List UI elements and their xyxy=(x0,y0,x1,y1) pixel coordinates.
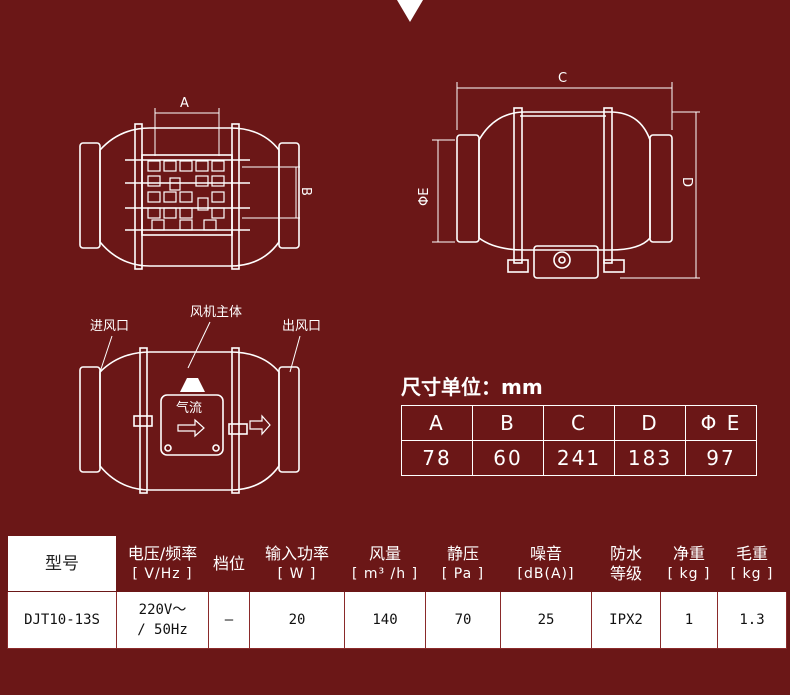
dim-header-d: D xyxy=(614,405,686,441)
dim-b-label: B xyxy=(298,187,313,196)
spec-header-airflow: 风量[ m³ /h ] xyxy=(344,535,426,592)
dim-c-label: C xyxy=(558,71,567,86)
spec-model: DJT10-13S xyxy=(7,591,117,649)
labeled-view xyxy=(79,321,301,494)
dim-header-c: C xyxy=(543,405,615,441)
dim-value-c: 241 xyxy=(543,440,615,476)
dim-header-a: A xyxy=(401,405,473,441)
dim-a-label: A xyxy=(180,96,189,111)
dim-header-b: B xyxy=(472,405,544,441)
spec-value-row: DJT10-13S 220V～/ 50Hz — 20 140 70 25 IPX… xyxy=(7,591,787,649)
side-view xyxy=(432,82,700,279)
spec-header-model: 型号 xyxy=(7,535,117,592)
pointer-arrow-icon xyxy=(397,0,423,22)
spec-header-net-weight: 净重[ kg ] xyxy=(660,535,718,592)
dim-header-e: Φ E xyxy=(685,405,757,441)
inlet-label: 进风口 xyxy=(90,319,129,334)
spec-airflow: 140 xyxy=(344,591,426,649)
dimension-value-row: 78 60 241 183 97 xyxy=(401,440,757,476)
spec-noise: 25 xyxy=(500,591,592,649)
spec-voltage: 220V～/ 50Hz xyxy=(116,591,209,649)
outlet-label: 出风口 xyxy=(282,319,321,334)
spec-header-voltage: 电压/频率[ V/Hz ] xyxy=(116,535,209,592)
body-label: 风机主体 xyxy=(190,305,242,320)
spec-header-gross-weight: 毛重[ kg ] xyxy=(717,535,787,592)
airflow-label: 气流 xyxy=(176,400,202,416)
spec-power: 20 xyxy=(249,591,345,649)
spec-header-gear: 档位 xyxy=(208,535,250,592)
spec-header-noise: 噪音[dB(A)] xyxy=(500,535,592,592)
spec-header-power: 输入功率[ W ] xyxy=(249,535,345,592)
spec-gear: — xyxy=(208,591,250,649)
spec-waterproof: IPX2 xyxy=(591,591,661,649)
dimension-title: 尺寸单位：mm xyxy=(401,375,543,399)
dim-value-a: 78 xyxy=(401,440,473,476)
airflow-marker-icon xyxy=(180,378,205,392)
dim-e-label: ΦE xyxy=(417,188,432,206)
dimension-table: A B C D Φ E 78 60 241 183 97 xyxy=(401,405,757,476)
dim-value-e: 97 xyxy=(685,440,757,476)
dimension-header-row: A B C D Φ E xyxy=(401,405,757,441)
spec-header-waterproof: 防水等级 xyxy=(591,535,661,592)
front-view xyxy=(79,108,300,270)
fan-drawing: A B C D ΦE xyxy=(79,0,700,494)
spec-pressure: 70 xyxy=(425,591,501,649)
dim-d-label: D xyxy=(679,177,694,187)
dim-value-d: 183 xyxy=(614,440,686,476)
spec-header-pressure: 静压[ Pa ] xyxy=(425,535,501,592)
spec-net-weight: 1 xyxy=(660,591,718,649)
spec-table: 型号 电压/频率[ V/Hz ] 档位 输入功率[ W ] 风量[ m³ /h … xyxy=(7,535,787,649)
spec-gross-weight: 1.3 xyxy=(717,591,787,649)
dim-value-b: 60 xyxy=(472,440,544,476)
spec-header-row: 型号 电压/频率[ V/Hz ] 档位 输入功率[ W ] 风量[ m³ /h … xyxy=(7,535,787,592)
